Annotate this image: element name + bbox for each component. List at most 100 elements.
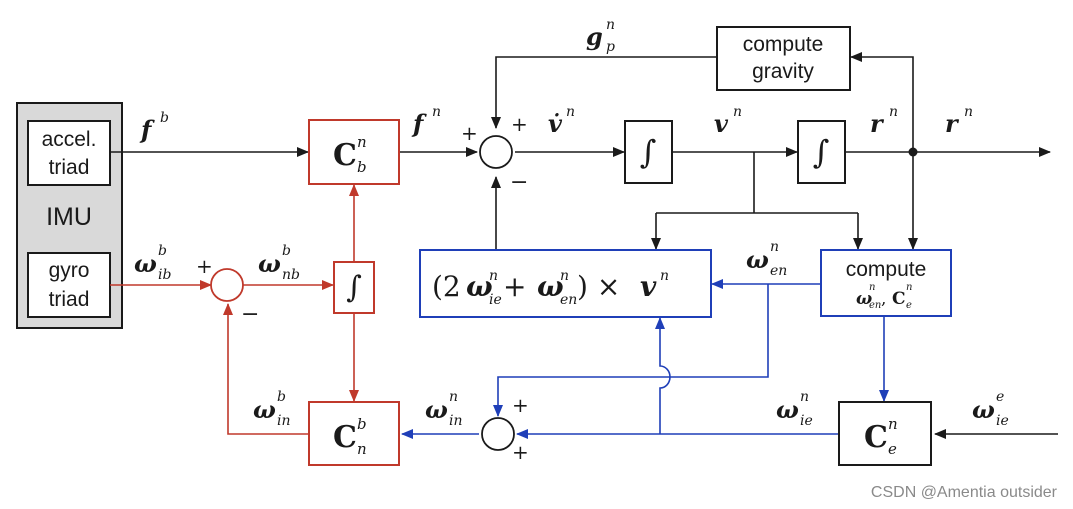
summing-junction-velocity (479, 135, 513, 169)
coriolis-v-sup: n (660, 268, 669, 284)
label-w-en-sup: n (770, 239, 779, 255)
imu-block: accel. triad IMU gyro triad (16, 102, 123, 329)
compute-rates-c: C (892, 289, 906, 309)
label-w-ie-n-sup: n (800, 389, 809, 405)
label-w-en: ω (746, 245, 769, 274)
integrator-position: ∫ (797, 120, 846, 184)
label-w-ie-n: ω (776, 395, 799, 424)
cne-sup: n (888, 415, 898, 433)
coriolis-plus: + (503, 270, 526, 303)
label-gp: g (586, 22, 603, 51)
label-fb: f (139, 115, 155, 144)
label-v: v (714, 109, 729, 138)
label-w-ie-e-sub: ie (996, 413, 1009, 429)
gyro-triad-box (27, 252, 111, 318)
junction-signs: + + − + − + + (196, 112, 529, 464)
coriolis-omega-ie: ω (466, 270, 493, 303)
cnb-main: C (333, 420, 357, 455)
label-r-output: r (945, 109, 960, 138)
accel-label-line1: accel. (42, 128, 97, 151)
label-vdot-sup: n (566, 104, 575, 120)
compute-rates-block: compute ω n en , C n e (820, 249, 952, 317)
gyro-label-line1: gyro (49, 259, 90, 282)
label-w-ib-sub: ib (158, 267, 171, 283)
cbn-main: C (333, 138, 357, 173)
label-gp-sub: p (606, 39, 615, 55)
watermark-text: CSDN @Amentia outsider (871, 484, 1058, 501)
label-w-ib-sup: b (158, 243, 167, 259)
signal-labels: f b f n v̇ n v n r n r n g n p ω b ib ω … (134, 17, 1009, 429)
compute-rates-omega-sub: en (869, 300, 881, 311)
cne-block: C n e (838, 401, 932, 466)
cbn-sub: b (357, 158, 367, 176)
compute-gravity-line1: compute (743, 33, 824, 56)
compute-rates-c-sup: n (906, 282, 912, 293)
coriolis-omega-en-sup: n (560, 268, 569, 284)
cbn-sup: n (357, 133, 367, 151)
junction-dot (908, 147, 918, 157)
label-w-nb: ω (258, 249, 281, 278)
coriolis-omega-ie-sub: ie (489, 292, 502, 308)
accel-label-line2: triad (49, 156, 90, 179)
sign-fn-plus: + (461, 121, 478, 145)
label-r-output-sup: n (964, 104, 973, 120)
label-fn: f (411, 109, 427, 138)
integral-symbol-rate: ∫ (346, 270, 362, 305)
label-w-nb-sub: nb (282, 267, 300, 283)
imu-label: IMU (46, 203, 92, 231)
integral-symbol-position: ∫ (813, 133, 830, 171)
sign-coriolis-minus: − (510, 170, 528, 195)
coriolis-omega-ie-sup: n (489, 268, 498, 284)
label-w-in-b-sub: in (277, 413, 291, 429)
compute-gravity-block: compute gravity (716, 26, 851, 91)
compute-rates-sep: , (881, 289, 886, 309)
coriolis-v: v (640, 270, 657, 303)
coriolis-omega-en-sub: en (560, 292, 577, 308)
red-signal-lines (110, 184, 359, 435)
integrator-rate: ∫ (333, 261, 375, 314)
label-w-in-b-sup: b (277, 389, 286, 405)
black-signal-lines (110, 52, 1058, 439)
integral-symbol-velocity: ∫ (640, 133, 657, 171)
label-w-in-n: ω (425, 395, 448, 424)
sign-rate-plus: + (196, 254, 213, 278)
coriolis-open: (2 (432, 270, 461, 303)
compute-rates-line1: compute (846, 258, 927, 281)
cnb-block: C b n (308, 401, 400, 466)
label-fb-sup: b (160, 110, 169, 126)
cnb-sup: b (357, 415, 367, 433)
compute-rates-c-sub: e (906, 300, 912, 311)
sign-en-plus: + (512, 393, 529, 417)
label-r-internal-sup: n (889, 104, 898, 120)
label-fn-sup: n (432, 104, 441, 120)
cne-main: C (864, 420, 888, 455)
cbn-block: C n b (308, 119, 400, 185)
label-w-ie-e: ω (972, 395, 995, 424)
compute-rates-omega: ω (856, 289, 872, 309)
cnb-sub: n (357, 440, 367, 458)
blue-signal-lines (401, 279, 889, 439)
summing-junction-inertial-rate (481, 417, 515, 451)
sign-gravity-plus: + (511, 112, 528, 136)
label-w-in-n-sup: n (449, 389, 458, 405)
gyro-label-line2: triad (49, 288, 90, 311)
sign-rate-minus: − (241, 302, 259, 327)
coriolis-block: (2 ω n ie + ω n en ) × v n (419, 249, 712, 318)
label-w-ie-e-sup: e (996, 389, 1004, 405)
compute-gravity-line2: gravity (752, 60, 814, 83)
coriolis-omega-en: ω (537, 270, 564, 303)
label-w-ie-n-sub: ie (800, 413, 813, 429)
label-w-en-sub: en (770, 263, 787, 279)
label-gp-sup: n (606, 17, 615, 33)
label-w-ib: ω (134, 249, 157, 278)
summing-junction-rate (210, 268, 244, 302)
label-vdot: v̇ (548, 109, 563, 138)
integrator-velocity: ∫ (624, 120, 673, 184)
compute-rates-omega-sup: n (869, 282, 875, 293)
sign-ie-plus: + (512, 440, 529, 464)
label-w-in-b: ω (253, 395, 276, 424)
accel-triad-box (27, 120, 111, 186)
label-w-nb-sup: b (282, 243, 291, 259)
label-r-internal: r (870, 109, 885, 138)
